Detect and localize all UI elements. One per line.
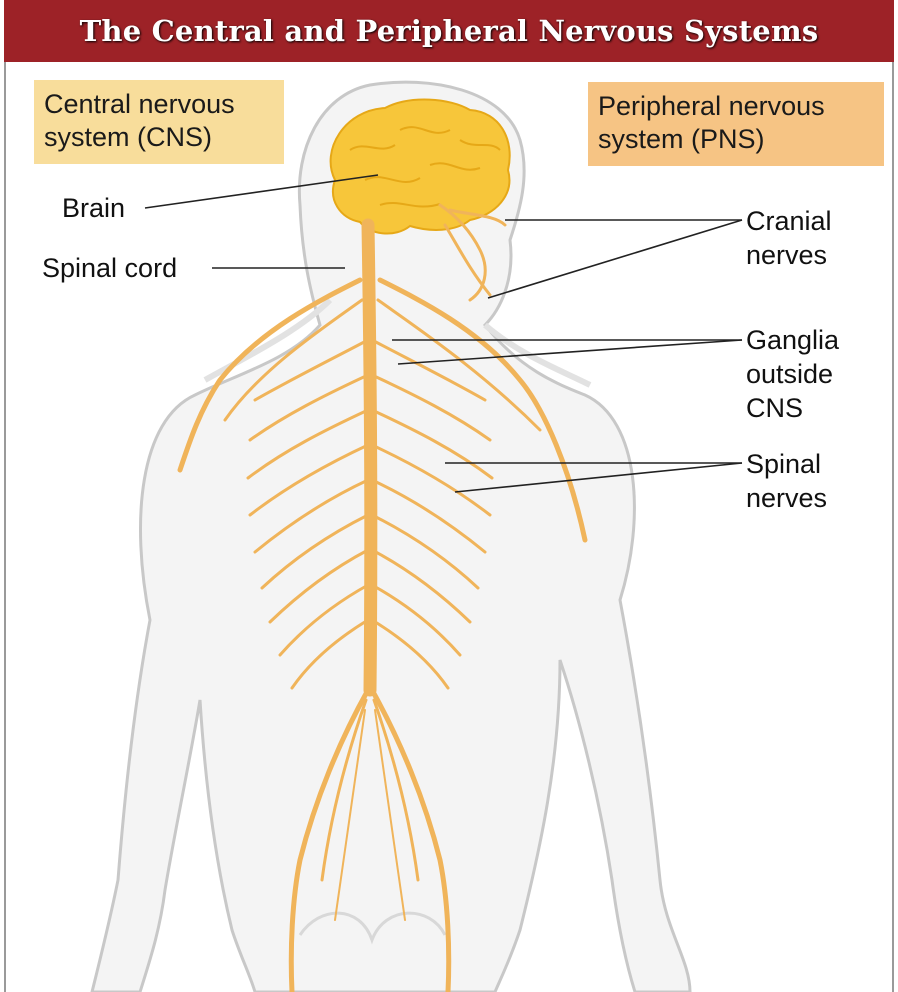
cns-label-line2: system (CNS) [44, 121, 274, 154]
cns-label-line1: Central nervous [44, 88, 274, 121]
pns-label-line1: Peripheral nervous [598, 90, 874, 123]
spinal-nerves-label-line2: nerves [746, 482, 827, 514]
cranial-nerves-label-line1: Cranial [746, 205, 832, 237]
spinal-cord-label: Spinal cord [42, 252, 177, 284]
ganglia-label-line1: Ganglia [746, 324, 839, 356]
cns-legend-box: Central nervous system (CNS) [34, 80, 284, 164]
spinal-nerves-label-line1: Spinal [746, 448, 821, 480]
ganglia-label-line3: CNS [746, 392, 803, 424]
ganglia-label-line2: outside [746, 358, 833, 390]
pns-label-line2: system (PNS) [598, 123, 874, 156]
pns-legend-box: Peripheral nervous system (PNS) [588, 82, 884, 166]
brain-label: Brain [62, 192, 125, 224]
cranial-nerves-label-line2: nerves [746, 239, 827, 271]
brain-illustration [331, 100, 510, 234]
